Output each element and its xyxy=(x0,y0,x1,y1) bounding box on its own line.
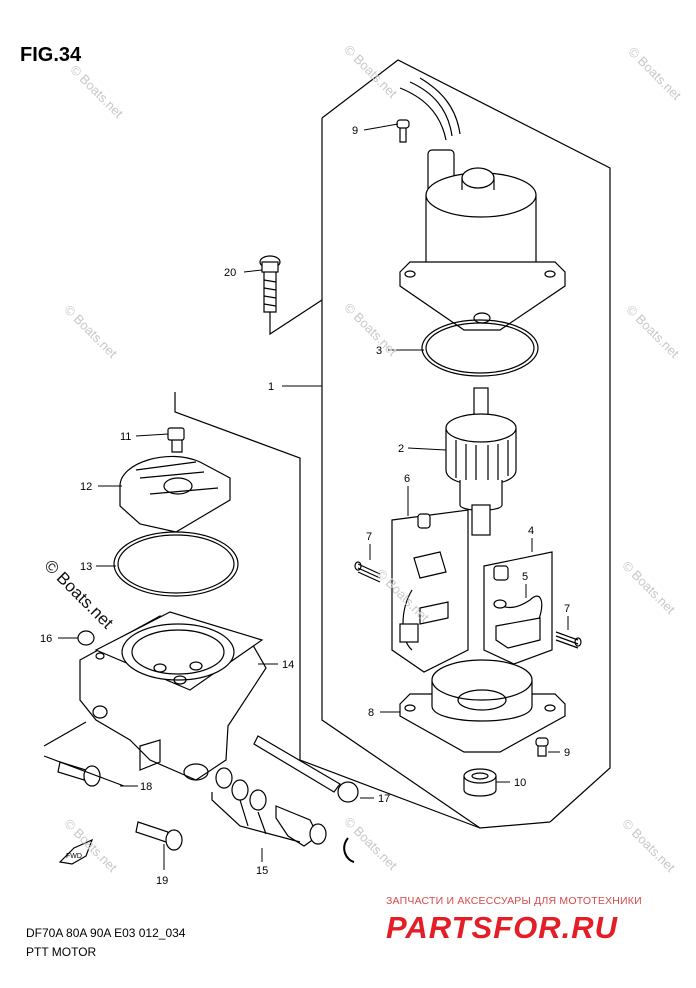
end-cap-8 xyxy=(399,659,566,753)
figure-title: FIG.34 xyxy=(20,44,82,66)
spring-7-right xyxy=(555,631,582,649)
spring-7-left xyxy=(354,561,381,583)
brand-logo[interactable]: PARTSFOR.RU xyxy=(386,910,619,945)
bolt-17 xyxy=(253,735,359,803)
housing-outline xyxy=(174,392,481,829)
callout-16: 16 xyxy=(40,633,52,645)
o-ring-13 xyxy=(113,531,239,597)
callout-11: 11 xyxy=(120,431,131,443)
callout-9-bottom: 9 xyxy=(564,747,570,759)
model-code: DF70A 80A 90A E03 012_034 xyxy=(26,926,186,940)
callout-9-top: 9 xyxy=(352,125,358,137)
callout-17: 17 xyxy=(378,793,390,805)
screw-9-top xyxy=(396,119,410,143)
callout-19: 19 xyxy=(156,875,168,887)
housing-14 xyxy=(79,611,267,781)
brush-assy-4 xyxy=(483,551,553,665)
cover-12 xyxy=(119,455,231,533)
o-ring-3 xyxy=(421,319,539,377)
callout-2: 2 xyxy=(398,443,404,455)
bolt-18 xyxy=(43,721,125,787)
callout-7-right: 7 xyxy=(564,603,570,615)
callout-13: 13 xyxy=(80,561,92,573)
pin-11 xyxy=(167,427,185,453)
bolt-19 xyxy=(135,821,183,851)
callout-7-left: 7 xyxy=(366,531,372,543)
screw-9-bottom xyxy=(535,737,549,757)
callout-20: 20 xyxy=(224,267,236,279)
brand-tagline: ЗАПЧАСТИ И АКСЕССУАРЫ ДЛЯ МОТОТЕХНИКИ xyxy=(386,895,642,907)
assembly-outline xyxy=(321,59,611,829)
armature-2 xyxy=(445,387,517,536)
figure-subtitle: PTT MOTOR xyxy=(26,945,97,959)
callout-10: 10 xyxy=(514,777,526,789)
callout-12: 12 xyxy=(80,481,92,493)
callout-6: 6 xyxy=(404,473,410,485)
bolt-20 xyxy=(259,255,323,336)
callout-14: 14 xyxy=(282,659,294,671)
brush-holder-6 xyxy=(391,509,469,673)
callout-18: 18 xyxy=(140,781,152,793)
callout-3: 3 xyxy=(376,345,382,357)
callout-5: 5 xyxy=(522,571,528,583)
valve-15 xyxy=(211,767,355,863)
callout-4: 4 xyxy=(528,525,534,537)
callout-15: 15 xyxy=(256,865,268,877)
seal-10 xyxy=(463,768,497,797)
callout-8: 8 xyxy=(368,707,374,719)
fwd-label: FWD xyxy=(66,853,82,860)
fwd-arrow-icon xyxy=(58,838,94,865)
motor-can xyxy=(399,77,566,331)
leader-lines xyxy=(58,123,569,870)
callout-1: 1 xyxy=(268,381,274,393)
o-ring-16 xyxy=(77,630,95,646)
